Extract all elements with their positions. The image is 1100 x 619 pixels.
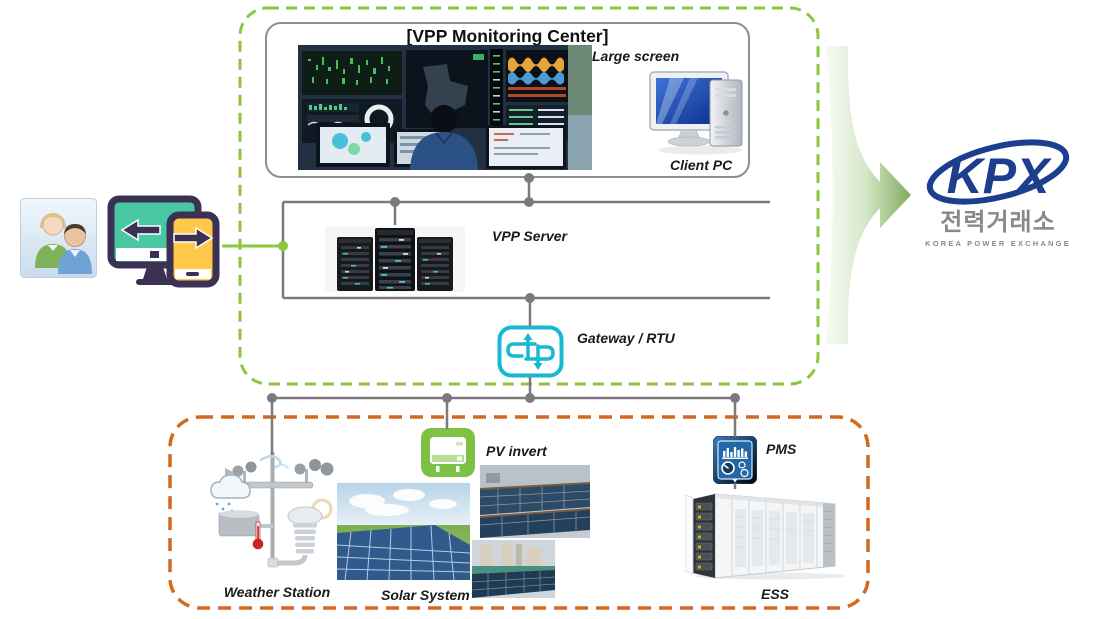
solar-system-label: Solar System [381, 587, 470, 603]
client-pc-label: Client PC [670, 157, 733, 173]
kpx-acronym: KPX [947, 148, 1052, 204]
pv-invert-label: PV invert [486, 443, 547, 459]
gateway-rtu-icon [497, 325, 564, 378]
control-room-photo [298, 45, 592, 170]
users-icon [20, 198, 97, 278]
solar-rooftop-photo-2 [472, 540, 555, 598]
field-zone-border [168, 415, 870, 610]
vpp-server-label: VPP Server [492, 228, 567, 244]
monitoring-center-title: [VPP Monitoring Center] [406, 26, 609, 46]
solar-rooftop-photo-1 [480, 465, 590, 538]
pms-label: PMS [766, 441, 797, 457]
large-screen-label: Large screen [592, 48, 680, 64]
solar-field-photo [337, 483, 470, 580]
client-pc-icon [649, 71, 743, 155]
pms-icon [713, 436, 757, 484]
weather-station-label: Weather Station [223, 584, 331, 600]
flow-arrow [826, 46, 911, 344]
gateway-rtu-label: Gateway / RTU [577, 330, 675, 346]
kpx-english-name: KOREA POWER EXCHANGE [925, 239, 1071, 248]
weather-station-icon [210, 452, 334, 568]
kpx-logo: KPX 전력거래소 KOREA POWER EXCHANGE [920, 118, 1080, 258]
monitor-phone-sync-icon [107, 195, 220, 288]
kpx-korean-name: 전력거래소 [940, 209, 1055, 236]
ess-label: ESS [760, 586, 789, 602]
ess-image [685, 493, 846, 580]
pv-inverter-icon [421, 428, 475, 477]
server-racks-image [325, 226, 465, 292]
